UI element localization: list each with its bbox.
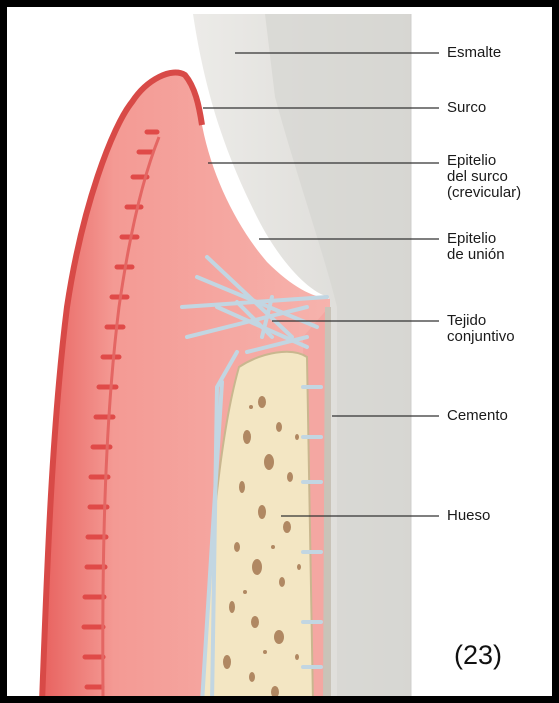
label-tejido-conjuntivo: Tejido conjuntivo bbox=[447, 313, 515, 345]
label-cemento: Cemento bbox=[447, 408, 508, 424]
label-epitelio-union: Epitelio de unión bbox=[447, 231, 505, 263]
label-epitelio-surco: Epitelio del surco (crevicular) bbox=[447, 153, 521, 201]
label-surco: Surco bbox=[447, 100, 486, 116]
label-esmalte: Esmalte bbox=[447, 45, 501, 61]
label-hueso: Hueso bbox=[447, 508, 490, 524]
figure-number: (23) bbox=[454, 640, 502, 671]
